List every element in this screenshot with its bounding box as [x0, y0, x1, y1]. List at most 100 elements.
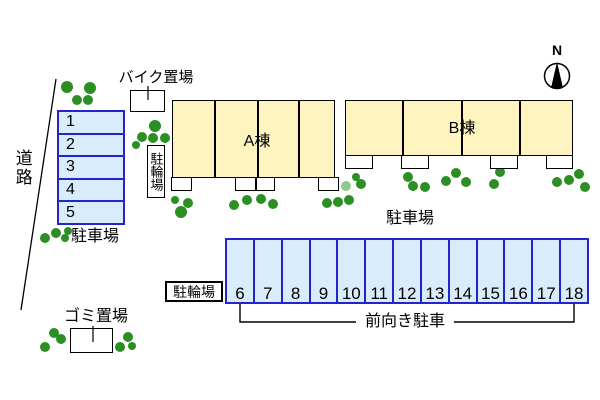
bush-icon: [160, 133, 170, 143]
building-b-label: B棟: [448, 120, 476, 137]
parking-space-number: 4: [66, 181, 75, 199]
bush-icon: [420, 182, 430, 192]
parking-space-number: 6: [235, 284, 245, 303]
parking-space-number: 10: [341, 284, 361, 303]
bush-icon: [64, 227, 72, 235]
front-facing-parking-label: 前向き駐車: [356, 313, 454, 331]
bush-icon: [123, 332, 133, 342]
bush-icon: [495, 167, 505, 177]
bush-icon: [49, 328, 59, 338]
entrance-porch: [401, 155, 429, 169]
entrance-porch: [171, 177, 192, 191]
building-a-divider: [257, 101, 259, 177]
bush-icon: [333, 197, 343, 207]
compass-icon: [543, 62, 571, 90]
entrance-porch: [345, 155, 373, 169]
bush-icon: [256, 194, 266, 204]
parking-space-number: 9: [318, 284, 329, 303]
bush-icon: [83, 95, 93, 105]
bush-icon: [40, 342, 50, 352]
parking-space-cell: 18: [561, 240, 587, 302]
bush-icon: [580, 182, 590, 192]
parking-space-number: 8: [290, 284, 301, 303]
parking-space-cell: 10: [338, 240, 367, 303]
parking-space-cell: 8: [283, 240, 311, 302]
bush-icon: [56, 334, 66, 344]
parking-space-cell: 15: [478, 240, 506, 302]
bush-icon: [229, 200, 239, 210]
left-parking-grid: 1 2 3 4 5: [57, 110, 125, 225]
parking-space-cell: 14: [450, 240, 478, 302]
bush-icon: [322, 198, 332, 208]
building-a-divider: [214, 101, 216, 177]
bush-icon: [183, 198, 193, 208]
bush-icon: [552, 177, 562, 187]
main-parking-grid: 6 7 8 9 10 11 12 13 14 15 16 17 18: [225, 238, 589, 304]
road-line: [20, 78, 57, 311]
compass-n-label: N: [551, 42, 563, 58]
bush-icon: [408, 181, 418, 191]
bush-icon: [175, 206, 187, 218]
parking-space-number: 15: [481, 284, 500, 303]
left-parking-label: 駐車場: [71, 228, 120, 245]
entrance-porch: [235, 177, 275, 191]
road-label: 道路: [12, 149, 32, 187]
parking-space-cell: 13: [422, 240, 450, 302]
building-b-divider: [519, 101, 521, 155]
building-a: [172, 100, 335, 178]
porch-divider: [255, 178, 257, 190]
entrance-porch: [546, 155, 573, 169]
bike-storage-box: [130, 90, 165, 112]
bush-icon: [132, 141, 140, 149]
parking-space-number: 5: [66, 203, 75, 221]
parking-space-cell: 17: [533, 240, 562, 303]
parking-space-number: 13: [425, 284, 445, 303]
building-b: [345, 100, 573, 156]
bush-icon: [51, 228, 61, 238]
bush-icon: [268, 199, 278, 209]
bush-icon: [242, 195, 252, 205]
parking-space-cell: 6: [227, 240, 255, 302]
parking-space-number: 16: [508, 284, 528, 303]
bush-icon: [61, 81, 73, 93]
parking-space-cell: 3: [59, 157, 123, 180]
garbage-box: [70, 328, 113, 353]
garbage-label: ゴミ置場: [64, 308, 129, 325]
bush-icon: [84, 82, 96, 94]
parking-space-number: 18: [564, 284, 584, 303]
bush-icon: [574, 169, 584, 179]
bush-icon: [40, 233, 50, 243]
bike-storage-label: バイク置場: [118, 69, 194, 86]
parking-space-number: 2: [66, 135, 75, 153]
bush-icon: [341, 181, 351, 191]
bush-icon: [149, 120, 161, 132]
parking-space-cell: 9: [311, 240, 339, 302]
bush-icon: [61, 234, 69, 242]
bicycle-parking-box-horizontal: 駐輪場: [165, 281, 223, 302]
bush-icon: [461, 177, 471, 187]
bush-icon: [137, 132, 147, 142]
bush-icon: [403, 172, 413, 182]
parking-space-cell: 4: [59, 180, 123, 203]
parking-space-number: 17: [536, 284, 556, 303]
parking-space-number: 11: [370, 284, 388, 303]
building-b-divider: [402, 101, 404, 155]
bush-icon: [171, 196, 179, 204]
parking-space-cell: 16: [505, 240, 534, 303]
bush-icon: [128, 342, 136, 350]
entrance-porch: [318, 177, 339, 191]
parking-space-number: 12: [397, 284, 417, 303]
parking-space-cell: 5: [59, 202, 123, 223]
bush-icon: [451, 168, 461, 178]
bush-icon: [352, 173, 360, 181]
parking-space-cell: 7: [255, 240, 283, 302]
parking-space-number: 1: [66, 113, 75, 131]
parking-space-cell: 11: [366, 240, 395, 303]
bush-icon: [489, 179, 499, 189]
bush-icon: [148, 133, 158, 143]
entrance-porch: [490, 155, 518, 169]
parking-space-cell: 1: [59, 112, 123, 135]
parking-space-number: 7: [263, 284, 273, 303]
building-a-divider: [298, 101, 300, 177]
